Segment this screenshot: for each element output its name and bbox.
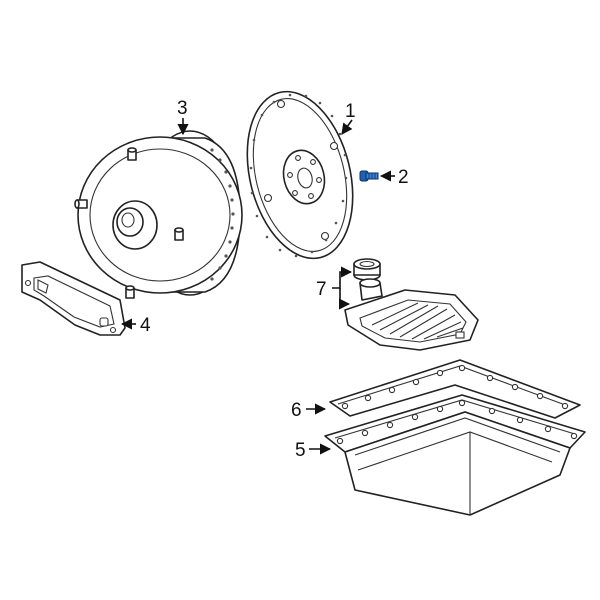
converter-stud — [74, 199, 88, 209]
callout-7-label: 7 — [316, 279, 327, 300]
converter-stud — [174, 227, 184, 241]
flexplate-bolt-part[interactable] — [359, 170, 379, 182]
oil-pan-part[interactable] — [324, 394, 586, 516]
torque-converter-part[interactable] — [74, 130, 243, 299]
converter-cover-part[interactable] — [21, 261, 126, 336]
transmission-filter-part[interactable] — [344, 258, 479, 351]
callout-3-label: 3 — [177, 98, 188, 119]
callout-leaders — [120, 118, 395, 455]
converter-stud — [125, 285, 135, 299]
flexplate-part[interactable] — [231, 80, 369, 269]
callout-6-label: 6 — [291, 400, 302, 421]
callout-2-label: 2 — [398, 167, 409, 188]
callout-4-label: 4 — [140, 315, 151, 336]
pan-gasket-part[interactable] — [329, 359, 581, 419]
callout-1-label: 1 — [345, 101, 356, 122]
converter-stud — [127, 147, 137, 161]
callout-5-label: 5 — [295, 440, 306, 461]
